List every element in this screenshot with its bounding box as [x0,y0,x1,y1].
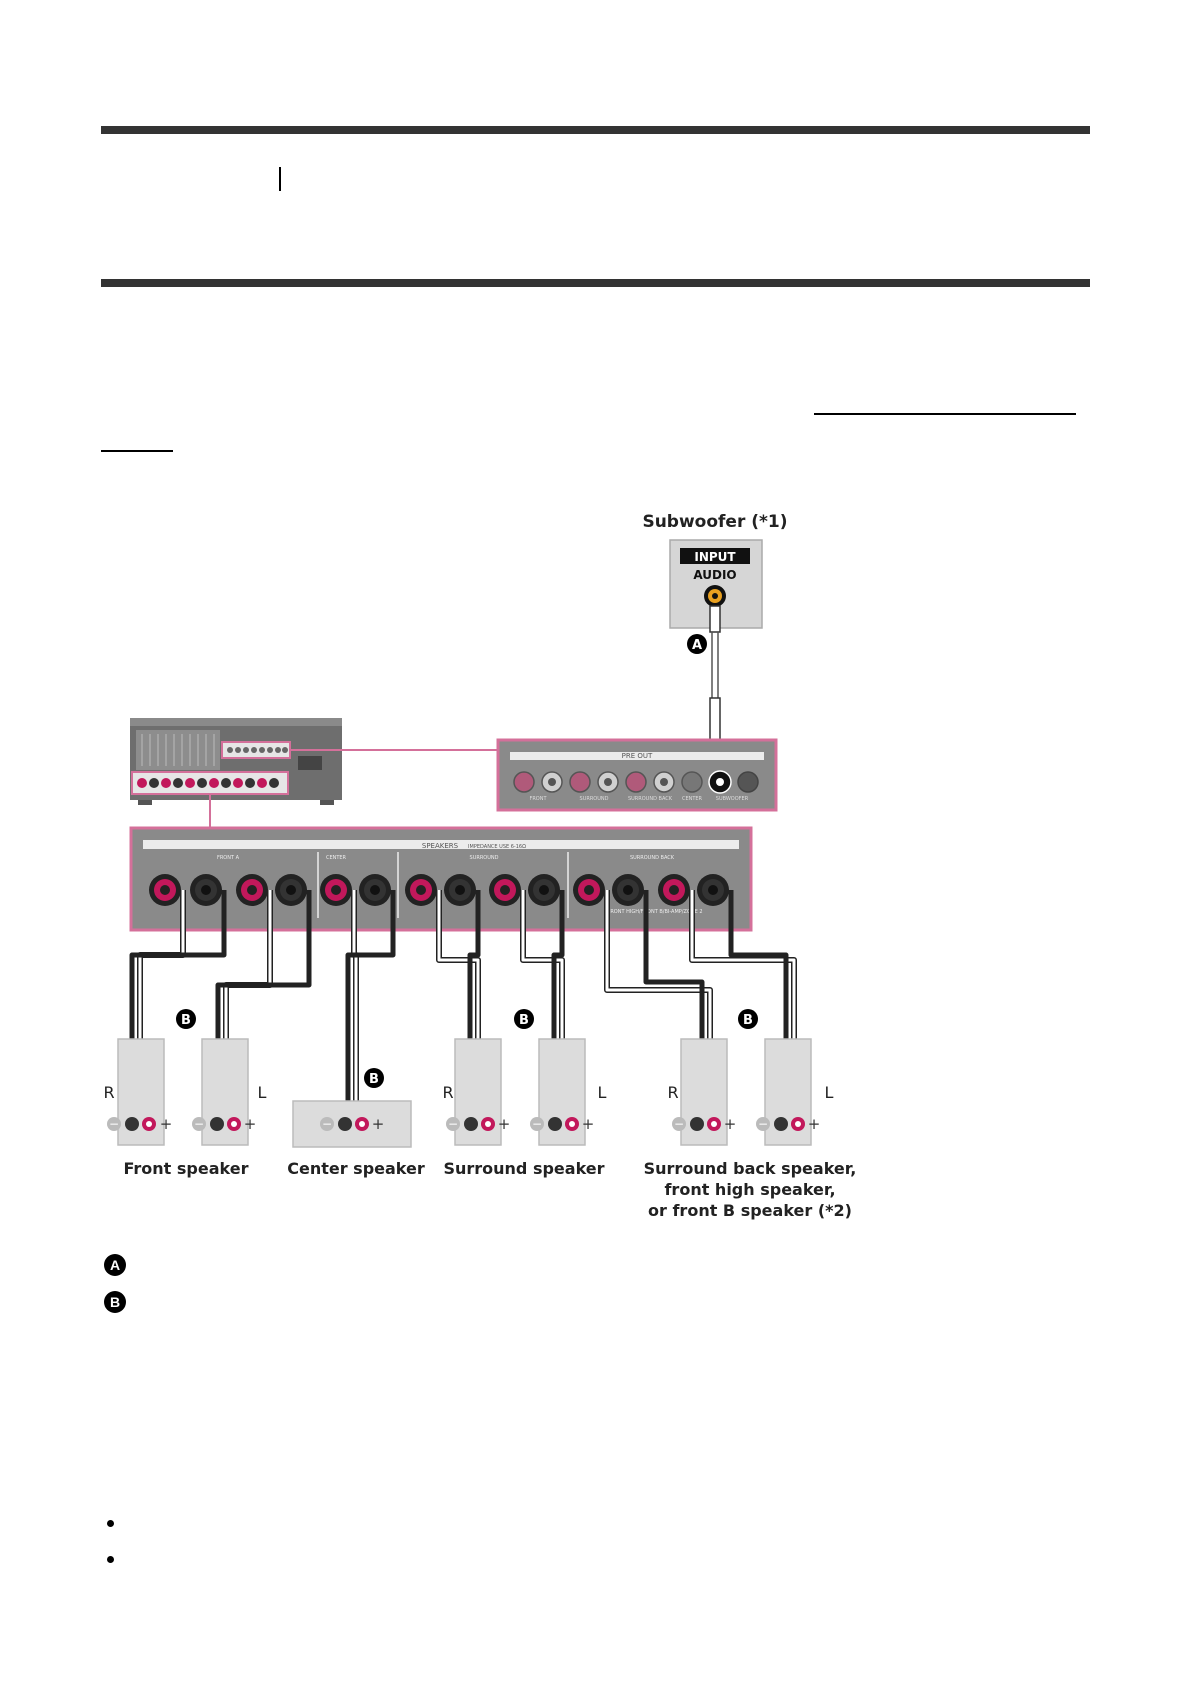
center-speaker: − + [292,1100,412,1148]
av-receiver-icon [130,718,342,805]
svg-text:−: − [322,1117,332,1131]
cable-b-marker-back: B [743,1013,753,1028]
link-underline-1[interactable] [814,413,1076,415]
preout-port-subwoofer: SUBWOOFER [716,796,749,802]
front-speaker-caption: Front speaker [124,1159,249,1178]
cable-b-markers: B B B B [176,1009,758,1088]
legend-item-b: B [104,1290,126,1314]
pre-out-label: PRE OUT [622,752,653,760]
svg-text:+: + [498,1115,511,1133]
svg-text:+: + [724,1115,737,1133]
surround-speaker-left: − + [530,1038,595,1146]
surround-speaker-caption: Surround speaker [443,1159,604,1178]
back-left-label: L [825,1083,834,1102]
surround-speaker-right: − + [446,1038,511,1146]
cable-b-marker-center: B [369,1072,379,1087]
preout-port-surround: SURROUND [580,796,609,802]
front-speaker-right: − + [107,1038,173,1146]
svg-text:−: − [532,1117,542,1131]
list-bullet-2 [107,1556,114,1563]
svg-text:+: + [582,1115,595,1133]
back-speaker-caption-1: Surround back speaker, [644,1159,857,1178]
group-label-surround-back: SURROUND BACK [630,855,675,861]
group-label-surround: SURROUND [470,855,499,861]
cable-b-marker-surround: B [519,1013,529,1028]
back-speaker-caption-3: or front B speaker (*2) [648,1201,852,1220]
surround-right-label: R [442,1083,453,1102]
link-underline-2[interactable] [101,450,173,452]
front-left-label: L [258,1083,267,1102]
svg-text:+: + [244,1115,257,1133]
svg-text:−: − [758,1117,768,1131]
front-high-label: FRONT HIGH/FRONT B/BI-AMP/ZONE 2 [607,909,702,915]
svg-text:−: − [448,1117,458,1131]
back-speaker-caption-2: front high speaker, [664,1180,835,1199]
surround-back-speaker-left: − + [756,1038,821,1146]
surround-left-label: L [598,1083,607,1102]
cable-b-marker-front: B [181,1013,191,1028]
back-right-label: R [667,1083,678,1102]
legend-badge-b: B [104,1291,126,1313]
pre-out-panel: PRE OUT FRONT SURROUND SURROUND BACK CEN… [496,738,778,812]
audio-label: AUDIO [693,568,736,582]
speakers-label: SPEAKERS [422,842,459,850]
legend-item-a: A [104,1253,126,1277]
header-top-rule [101,126,1090,134]
text-cursor [279,167,281,191]
svg-text:+: + [160,1115,173,1133]
preout-port-center: CENTER [682,796,703,802]
list-bullet-1 [107,1520,114,1527]
front-right-label: R [103,1083,114,1102]
legend-badge-a: A [104,1254,126,1276]
input-label: INPUT [694,550,736,564]
svg-text:+: + [372,1115,385,1133]
center-speaker-caption: Center speaker [287,1159,425,1178]
cable-a-marker: A [692,638,702,653]
group-label-front-a: FRONT A [217,855,240,861]
impedance-label: IMPEDANCE USE 6-16Ω [468,844,526,850]
preout-port-front: FRONT [529,796,547,802]
preout-port-surround-back: SURROUND BACK [628,796,673,802]
svg-text:−: − [109,1117,119,1131]
subwoofer-title: Subwoofer (*1) [642,512,787,532]
svg-text:−: − [674,1117,684,1131]
svg-text:+: + [808,1115,821,1133]
header-bottom-rule [101,279,1090,287]
svg-text:−: − [194,1117,204,1131]
surround-back-speaker-right: − + [672,1038,737,1146]
group-label-center: CENTER [326,855,347,861]
front-speaker-left: − + [192,1038,257,1146]
subwoofer-input-panel: INPUT AUDIO [669,539,763,629]
